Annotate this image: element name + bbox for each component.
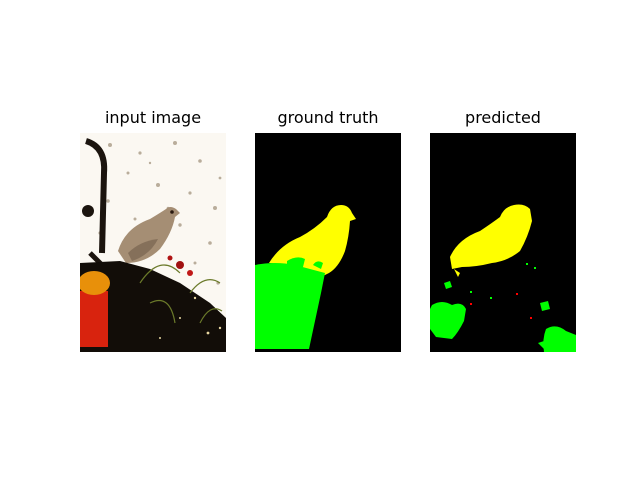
input-image: [80, 133, 226, 352]
ground-truth-title: ground truth: [277, 108, 379, 127]
input-image-title: input image: [104, 108, 202, 127]
predicted-mask: [430, 133, 576, 352]
ground-truth-mask: [255, 133, 401, 352]
predicted-title: predicted: [465, 108, 541, 127]
